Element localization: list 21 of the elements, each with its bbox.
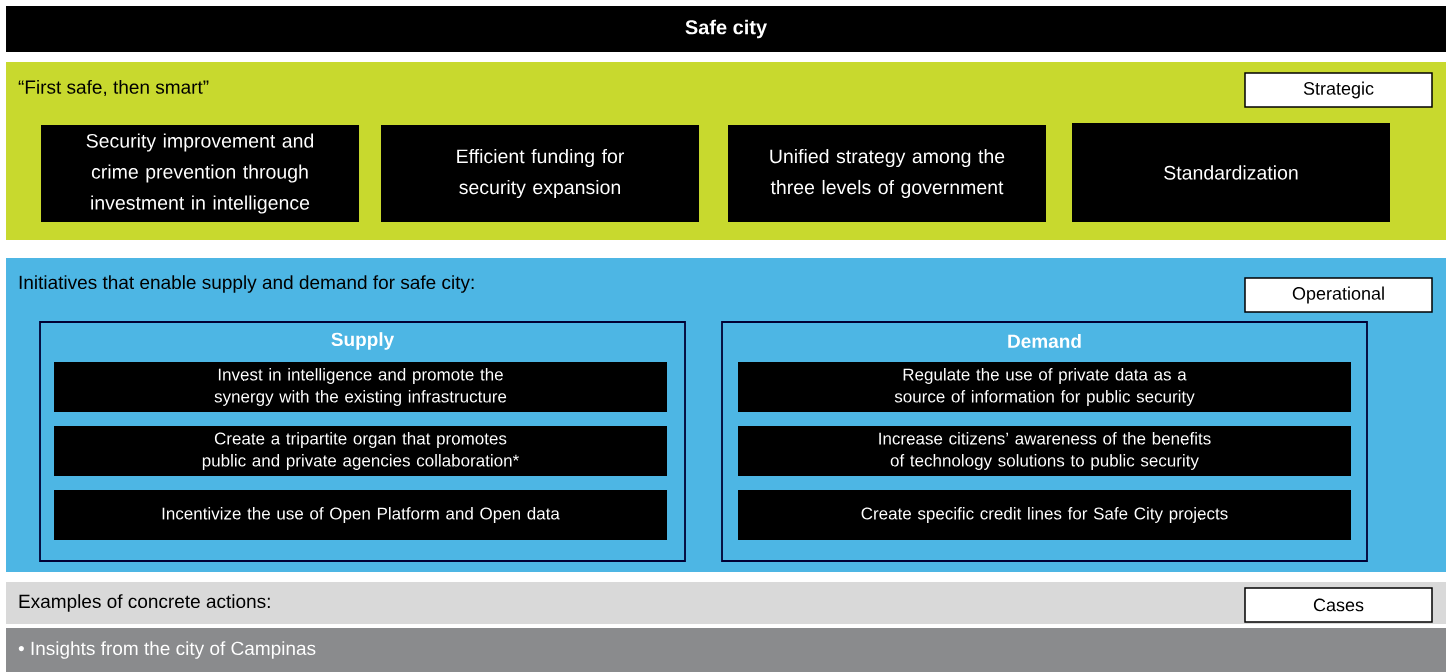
initiative-box: Create a tripartite organ that promotes public and private agencies collaboration*: [54, 426, 667, 476]
section-band: [6, 628, 1446, 672]
strategy-box: Standardization: [1072, 123, 1390, 222]
strategy-box: Security improvement and crime prevention through investment in intelligence: [41, 125, 359, 222]
level-tag: Cases: [1244, 587, 1433, 623]
heading: • Insights from the city of Campinas: [18, 641, 316, 659]
strategy-box: Unified strategy among the three levels of government: [728, 125, 1046, 222]
heading: Examples of concrete actions:: [19, 594, 270, 612]
initiative-box: Regulate the use of private data as a source of information for public security: [738, 362, 1351, 412]
strategy-box: Efficient funding for security expansion: [381, 125, 699, 222]
initiative-box: Incentivize the use of Open Platform and Open data: [54, 490, 667, 540]
level-tag: Strategic: [1244, 72, 1433, 108]
heading: “First safe, then smart”: [18, 79, 209, 97]
initiative-box: Create specific credit lines for Safe City projects: [738, 490, 1351, 540]
heading: Demand: [1008, 334, 1081, 348]
title-bar: Safe city: [6, 6, 1446, 52]
level-tag: Operational: [1244, 277, 1433, 313]
initiative-box: Increase citizens’ awareness of the benefits of technology solutions to public security: [738, 426, 1351, 476]
heading: Supply: [331, 332, 395, 350]
initiative-box: Invest in intelligence and promote the synergy with the existing infrastructure: [54, 362, 667, 412]
heading: Initiatives that enable supply and demand for safe city:: [19, 275, 474, 293]
